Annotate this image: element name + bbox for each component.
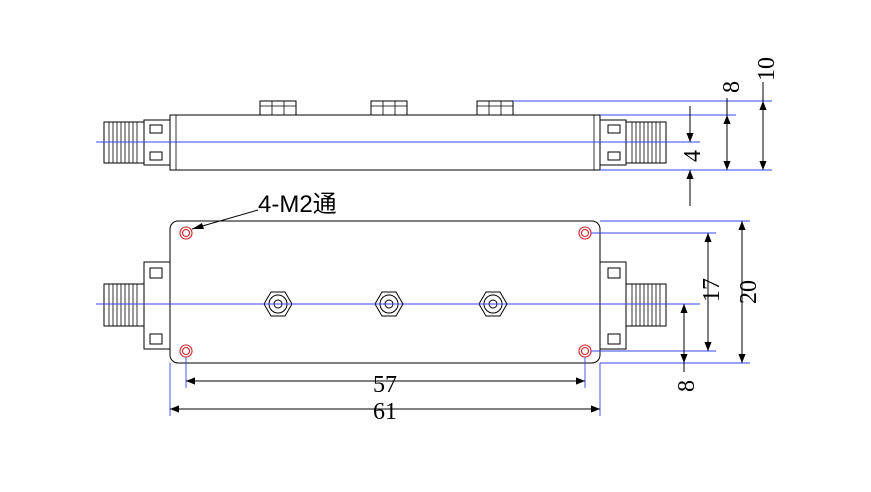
- left-connector-top: [103, 261, 171, 350]
- right-connector-top: [599, 261, 667, 350]
- hole-callout-label: 4-M2通: [258, 191, 337, 218]
- side-view: [96, 82, 772, 206]
- dim-label-body-height: 8: [719, 81, 745, 93]
- dim-label-hole-spacing-vertical: 17: [699, 278, 725, 302]
- dim-label-hole-spacing-horizontal: 57: [373, 372, 397, 398]
- dim-label-connector-center: 4: [680, 150, 706, 162]
- mounting-hole-bottom-left: [179, 344, 193, 358]
- dim-label-body-length: 61: [373, 399, 397, 425]
- left-connector-side: [103, 119, 171, 166]
- hole-callout-leader: [191, 209, 259, 230]
- tuning-nut-1: [259, 100, 297, 116]
- tuning-nut-3: [476, 100, 514, 116]
- mounting-hole-top-right: [578, 226, 592, 240]
- side-view-body: [169, 114, 601, 171]
- mounting-hole-top-left: [179, 226, 193, 240]
- dim-label-body-width-value: 20: [736, 280, 762, 304]
- mounting-hole-bottom-right: [578, 344, 592, 358]
- dim-label-connector-offset: 8: [674, 380, 700, 392]
- right-connector-side: [599, 119, 667, 166]
- tuning-nut-2: [370, 100, 408, 116]
- dim-label-total-height: 10: [754, 57, 780, 81]
- top-view: [96, 209, 750, 416]
